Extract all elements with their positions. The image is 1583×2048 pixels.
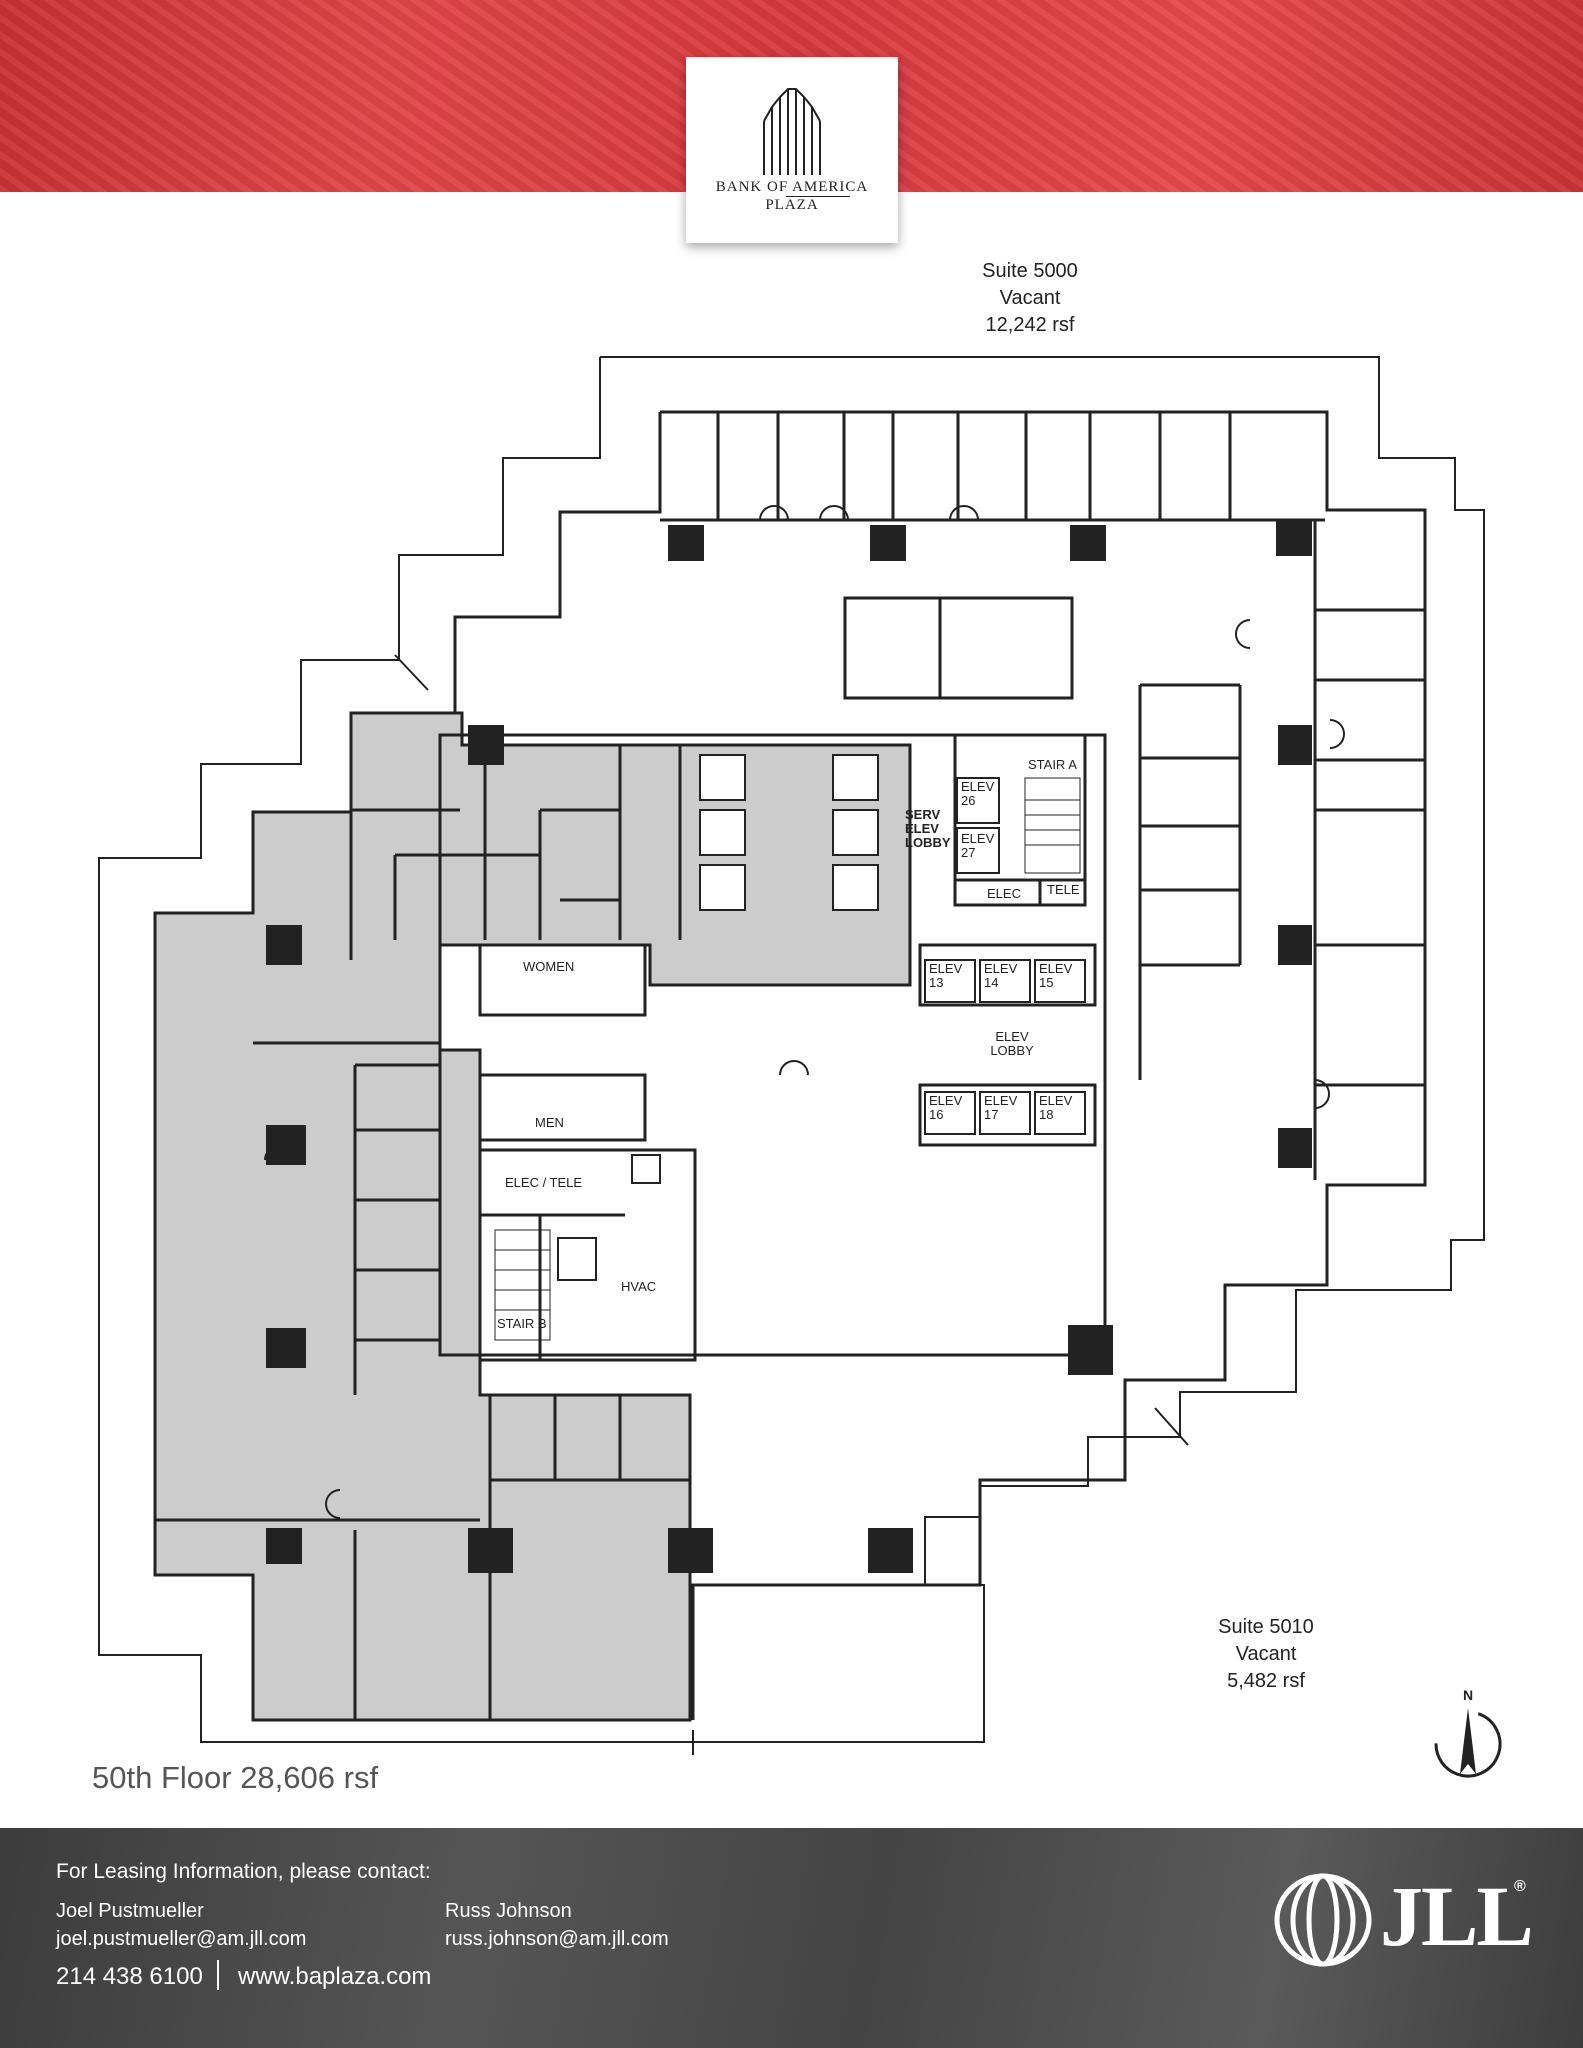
building-logo-card: BANK OF AMERICA PLAZA <box>686 57 898 243</box>
right-offices <box>1138 520 1425 1180</box>
suite-5000-label: Suite 5000 Vacant 12,242 rsf <box>930 258 1130 339</box>
jll-logo-icon <box>1274 1873 1372 1967</box>
suite-status: Vacant <box>999 287 1061 309</box>
suite-name: Suite 5000 <box>982 260 1078 282</box>
womens-restroom <box>478 943 647 1017</box>
website-link[interactable]: www.baplaza.com <box>238 1963 432 1990</box>
core-outline <box>438 733 1107 1357</box>
elec-tele-label: ELEC / TELE <box>505 1175 583 1190</box>
structural-columns <box>266 520 1312 1573</box>
women-label: WOMEN <box>523 959 575 974</box>
elev-27-label: ELEV 27 <box>961 831 995 860</box>
hvac-label: HVAC <box>621 1279 657 1294</box>
contact-1-name: Joel Pustmueller <box>56 1900 204 1922</box>
elev-18-label: ELEV 18 <box>1039 1093 1073 1122</box>
service-elevator-core <box>953 733 1087 907</box>
stair-a-label: STAIR A <box>1028 757 1077 772</box>
suite-area: 5,482 rsf <box>1227 1670 1305 1692</box>
logo-title: BANK OF AMERICA <box>715 179 869 195</box>
contact-1-email[interactable]: joel.pustmueller@am.jll.com <box>56 1928 307 1950</box>
leasing-heading: For Leasing Information, please contact: <box>56 1860 431 1883</box>
serv-elev-lobby-label: SERV ELEV LOBBY <box>905 807 951 850</box>
floor-area-title: 50th Floor 28,606 rsf <box>92 1760 379 1795</box>
tele-label: TELE <box>1047 882 1080 897</box>
suite-5000-outline <box>660 410 1427 1720</box>
footer-banner <box>0 1828 1583 2048</box>
north-compass: N <box>1428 1687 1508 1793</box>
stairs <box>494 777 1081 1341</box>
door-swings <box>264 505 1345 1519</box>
jll-wordmark: JLL <box>1380 1868 1534 1964</box>
elev-17-label: ELEV 17 <box>984 1093 1018 1122</box>
north-letter: N <box>1463 1688 1473 1703</box>
tower-logo-icon <box>763 88 821 175</box>
elec-tele-room <box>478 1148 697 1362</box>
elev-14-label: ELEV 14 <box>984 961 1018 990</box>
north-arrow-icon: N <box>1434 1687 1502 1778</box>
stair-b-label: STAIR B <box>497 1316 547 1331</box>
men-label: MEN <box>535 1115 564 1130</box>
phone-number[interactable]: 214 438 6100 <box>56 1963 203 1990</box>
top-offices <box>558 412 1325 700</box>
left-offices <box>155 745 690 1720</box>
elev-13-label: ELEV 13 <box>929 961 963 990</box>
elev-15-label: ELEV 15 <box>1039 961 1073 990</box>
jll-registered-mark: ® <box>1514 1878 1526 1895</box>
suite-status: Vacant <box>1235 1643 1297 1665</box>
elev-16-label: ELEV 16 <box>929 1093 963 1122</box>
contact-2-email[interactable]: russ.johnson@am.jll.com <box>445 1928 669 1950</box>
logo-divider <box>786 196 850 197</box>
dimension-markers <box>394 654 1189 1755</box>
plan-dimension-outline <box>98 356 1485 1743</box>
logo-subtitle: PLAZA <box>765 197 819 213</box>
contact-2-name: Russ Johnson <box>445 1900 572 1922</box>
suite-name: Suite 5010 <box>1218 1616 1314 1638</box>
elevator-cabs <box>557 754 1086 1281</box>
suite-5010-label: Suite 5010 Vacant 5,482 rsf <box>1166 1614 1366 1695</box>
elec-top-label: ELEC <box>987 886 1021 901</box>
footer-divider <box>217 1960 219 1990</box>
mens-restroom <box>478 1073 647 1142</box>
elev-26-label: ELEV 26 <box>961 779 995 808</box>
elev-lobby-label: ELEV LOBBY <box>990 1029 1034 1058</box>
suite-area: 12,242 rsf <box>985 314 1075 336</box>
